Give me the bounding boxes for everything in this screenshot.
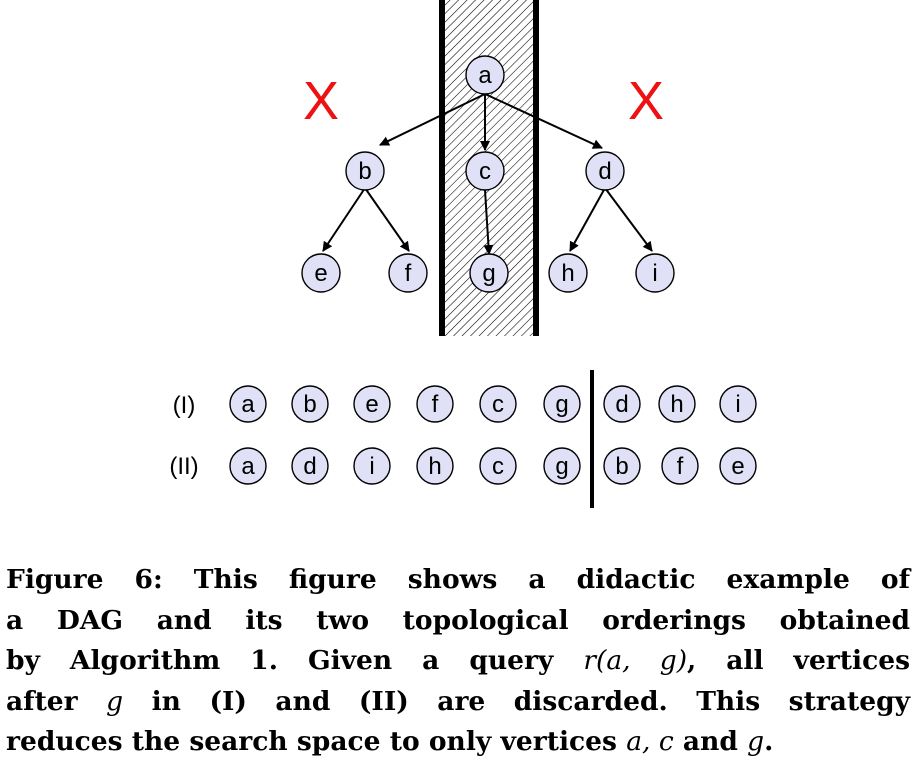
caption-line-2: a DAG and its two topological orderings …: [6, 604, 910, 636]
ordering-node: c: [479, 385, 517, 423]
caption-line-1: Figure 6: This figure shows a didactic e…: [6, 564, 910, 595]
edge-d-h: [569, 187, 606, 252]
node-label: i: [652, 260, 657, 287]
dag-edges: [322, 93, 653, 255]
math-vertex-g: g: [106, 685, 124, 717]
node-label: c: [479, 158, 491, 185]
svg-text:f: f: [677, 453, 684, 480]
svg-text:h: h: [428, 453, 441, 480]
ordering-row-2: a d i h c g b f e: [229, 447, 757, 485]
svg-text:b: b: [303, 391, 316, 418]
caption-line-3: by Algorithm 1. Given a query r(a, g), a…: [6, 645, 910, 676]
dag-node-d: d: [585, 151, 625, 191]
dag-node-i: i: [635, 253, 675, 293]
dag-node-c: c: [465, 151, 505, 191]
edge-b-e: [322, 187, 366, 252]
ordering-node: e: [353, 385, 391, 423]
dag-node-h: h: [548, 253, 588, 293]
ordering-label-2: (II): [169, 453, 198, 480]
svg-text:c: c: [492, 391, 504, 418]
ordering-node: g: [543, 385, 581, 423]
svg-text:e: e: [365, 391, 378, 418]
ordering-node: h: [658, 385, 696, 423]
discard-cross-left: X: [303, 71, 339, 131]
dag-node-b: b: [345, 151, 385, 191]
ordering-node: b: [603, 447, 641, 485]
ordering-node: i: [353, 447, 391, 485]
ordering-node: b: [291, 385, 329, 423]
edge-a-b: [379, 93, 486, 146]
ordering-node: e: [719, 447, 757, 485]
svg-text:d: d: [615, 391, 628, 418]
node-label: d: [598, 158, 611, 185]
dag-diagram: X X a b c d e f g h: [169, 0, 757, 508]
node-label: h: [561, 260, 574, 287]
ordering-node: i: [719, 385, 757, 423]
dag-node-a: a: [465, 55, 505, 95]
dag-node-e: e: [301, 253, 341, 293]
caption-line-5: reduces the search space to only vertice…: [6, 726, 774, 757]
svg-text:i: i: [735, 391, 740, 418]
caption-line-4: after g in (I) and (II) are discarded. T…: [6, 685, 910, 717]
svg-text:a: a: [241, 391, 255, 418]
svg-text:b: b: [615, 453, 628, 480]
node-label: g: [482, 260, 495, 287]
math-vertex-g: g: [747, 726, 765, 757]
ordering-label-1: (I): [173, 392, 196, 419]
ordering-node: f: [661, 447, 699, 485]
ordering-node: g: [543, 447, 581, 485]
ordering-row-1: a b e f c g d h i: [229, 385, 757, 423]
node-label: a: [478, 62, 492, 89]
dag-node-f: f: [388, 253, 428, 293]
edge-c-g: [483, 189, 494, 255]
discard-cross-right: X: [628, 71, 664, 131]
ordering-node: a: [229, 447, 267, 485]
ordering-node: d: [603, 385, 641, 423]
svg-text:i: i: [369, 453, 374, 480]
svg-text:g: g: [555, 391, 568, 418]
math-query: r(a, g): [583, 645, 688, 676]
ordering-node: c: [479, 447, 517, 485]
ordering-node: d: [291, 447, 329, 485]
svg-text:e: e: [731, 453, 744, 480]
ordering-node: a: [229, 385, 267, 423]
math-vertices-ac: a, c: [626, 726, 674, 757]
edge-b-f: [364, 187, 410, 252]
figure-caption: Figure 6: This figure shows a didactic e…: [6, 560, 910, 763]
edge-d-i: [604, 187, 653, 252]
edge-a-d: [484, 93, 603, 149]
svg-text:a: a: [241, 453, 255, 480]
node-label: b: [358, 158, 371, 185]
node-label: e: [314, 260, 327, 287]
dag-node-g: g: [469, 253, 509, 293]
svg-text:h: h: [670, 391, 683, 418]
svg-text:g: g: [555, 453, 568, 480]
svg-text:c: c: [492, 453, 504, 480]
svg-text:d: d: [303, 453, 316, 480]
svg-text:f: f: [432, 391, 439, 418]
ordering-node: h: [416, 447, 454, 485]
ordering-node: f: [416, 385, 454, 423]
node-label: f: [405, 260, 412, 287]
